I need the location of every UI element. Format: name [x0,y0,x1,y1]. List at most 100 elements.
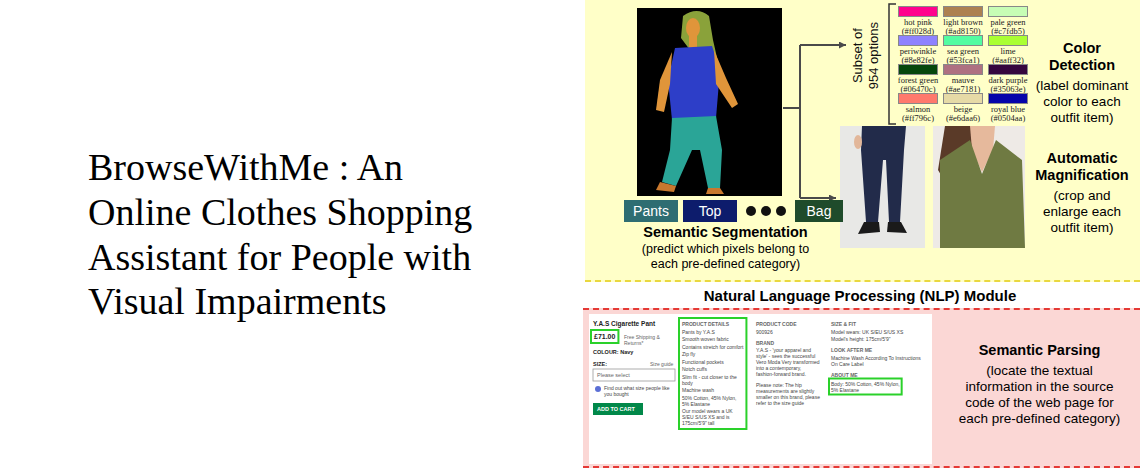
color-name: mauve (#ae7181) [940,76,986,94]
page-text: ADD TO CART [597,406,641,413]
color-swatch [943,6,983,17]
legend-entry: pale green (#c7fdb5) [985,6,1031,36]
page-title: BrowseWithMe : An Online Clothes Shoppin… [88,145,508,324]
page-text: Slim fit - cut closer to the body [682,374,744,386]
panel-fill [583,308,1140,468]
color-swatch [898,64,938,75]
color-swatch [988,64,1028,75]
legend-entry: mauve (#ae7181) [940,64,986,94]
color-swatch [943,35,983,46]
section-heading: Color Detection [1032,40,1132,74]
section-description: (label dominant color to each outfit ite… [1032,78,1132,126]
select-box [593,369,675,381]
color-swatch [898,93,938,104]
page-text: Functional pockets [682,359,744,365]
page-text: Contains stretch for comfort [682,344,744,350]
top-photo [933,126,1025,248]
page-text: 50% Cotton, 45% Nylon, 5% Elastane [682,395,744,407]
color-swatch [988,93,1028,104]
segmentation-image [637,8,782,196]
cart-button [593,403,643,415]
ellipsis-dot [776,206,786,216]
top-figure [940,140,1025,248]
page-text: Pants by Y.A.S [682,329,744,335]
shoe-figure [858,222,880,234]
legend-entry: dark purple (#35063e) [985,64,1031,94]
category-button: Top [683,200,737,222]
section-description: (locate the textual information in the s… [952,363,1127,427]
page-text: PRODUCT CODE [756,321,820,327]
page-text: COLOUR: Navy [593,349,673,356]
pants-figure [861,126,906,222]
ellipsis-dot [761,206,771,216]
legend-entry: sea green (#53fca1) [940,35,986,65]
page-text: Our model wears a UK S/EU S/US XS and is… [682,408,744,426]
page-text: Machine Wash According To Instructions O… [831,355,921,367]
pants-photo [840,126,925,248]
top-segment [668,46,720,120]
module-title: Natural Language Processing (NLP) Module [660,287,1060,305]
ellipsis-dot [746,206,756,216]
rotated-note: Subset of 954 options [850,19,881,91]
page-text: Please note: The hip measurements are sl… [756,382,820,406]
page-text: Model's height: 175cm/5'9" [831,336,921,342]
legend-entry: lime (#aaff32) [985,35,1031,65]
neck-segment [689,36,697,48]
page-text: Notch cuffs [682,366,744,372]
screenshot [589,314,932,464]
pants-segment [662,116,722,188]
page-text: Smooth woven fabric [682,336,744,342]
legend-entry: beige (#e6daa6) [940,93,986,123]
category-label: Pants [633,200,669,222]
shoe-segment [706,188,724,194]
shoe-figure [887,222,907,233]
section-heading: Semantic Parsing [952,342,1127,359]
page-text: Y.A.S - 'your apparel and style' - sees … [756,347,820,377]
color-swatch [988,35,1028,46]
color-name: forest green (#06470c) [895,76,941,94]
page-text: SIZE: [593,361,623,368]
page-text: £71.00 [594,333,624,341]
category-label: Bag [807,200,832,222]
page-text: Zip fly [682,351,744,357]
color-swatch [898,35,938,46]
color-name: light brown (#ad8150) [940,18,986,36]
color-name: pale green (#c7fdb5) [985,18,1031,36]
legend-entry: light brown (#ad8150) [940,6,986,36]
arrow [800,44,846,46]
shoe-segment [656,182,676,192]
page-text: LOOK AFTER ME [831,347,921,353]
info-icon [595,386,601,392]
page-text: Size guide [650,361,676,367]
section-heading: Semantic Segmentation [633,224,818,241]
page-text: Please select [597,372,673,379]
page-text: 900926 [756,329,820,335]
highlight-box [679,318,746,429]
section-description: (predict which pixels belong to each pre… [633,242,818,272]
arm-segment [714,50,738,108]
section-description: (crop and enlarge each outfit item) [1032,188,1132,236]
hand-figure [854,135,862,149]
split-line [783,45,800,198]
page-text: PRODUCT DETAILS [682,321,744,327]
page-text: SIZE & FIT [831,321,921,327]
color-name: periwinkle (#8e82fe) [895,47,941,65]
page-text: ABOUT ME [831,372,921,378]
section-heading: Automatic Magnification [1032,150,1132,184]
color-name: salmon (#ff796c) [895,105,941,123]
page-text: Machine wash [682,387,744,393]
page-text: BRAND [756,340,820,346]
category-button: Pants [624,200,678,222]
color-name: dark purple (#35063e) [985,76,1031,94]
page-text: Y.A.S Cigarette Pant [593,320,683,328]
legend-entry: hot pink (#ff028d) [895,6,941,36]
color-name: beige (#e6daa6) [940,105,986,123]
legend-entry: royal blue (#0504aa) [985,93,1031,123]
color-swatch [988,6,1028,17]
page-text: Body: 50% Cotton, 45% Nylon, 5% Elastane [831,381,905,393]
legend-entry: salmon (#ff796c) [895,93,941,123]
arrow [800,197,836,199]
color-name: royal blue (#0504aa) [985,105,1031,123]
face-segment [686,18,700,38]
